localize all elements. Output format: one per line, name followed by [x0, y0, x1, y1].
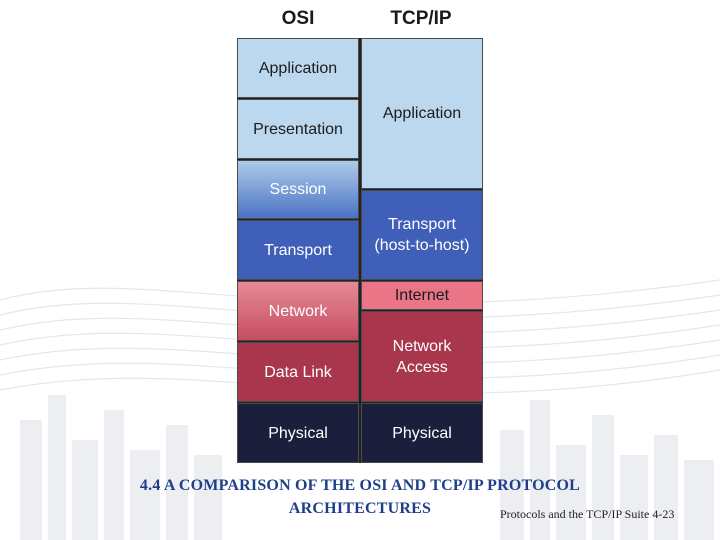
osi-physical-layer: Physical	[237, 403, 359, 463]
osi-session-layer: Session	[237, 160, 359, 219]
osi-application-layer: Application	[237, 38, 359, 98]
tcpip-transport-layer: Transport (host-to-host)	[361, 190, 483, 280]
caption-line-1: 4.4 A COMPARISON OF THE OSI AND TCP/IP P…	[139, 477, 581, 494]
osi-column-header: OSI	[281, 8, 315, 29]
osi-presentation-layer: Presentation	[237, 99, 359, 159]
tcpip-internet-layer: Internet	[361, 281, 483, 310]
tcpip-physical-layer: Physical	[361, 403, 483, 463]
slide-footer: Protocols and the TCP/IP Suite 4-23	[500, 507, 675, 521]
osi-data-link-layer: Data Link	[237, 342, 359, 402]
tcpip-column-header: TCP/IP	[390, 8, 452, 29]
osi-network-layer: Network	[237, 281, 359, 341]
osi-transport-layer: Transport	[237, 220, 359, 280]
tcpip-application-layer: Application	[361, 38, 483, 189]
figure-caption: 4.4 A COMPARISON OF THE OSI AND TCP/IP P…	[100, 474, 620, 520]
protocol-comparison-diagram: Application Presentation Session Transpo…	[237, 38, 483, 463]
caption-line-2: ARCHITECTURES	[288, 500, 432, 517]
tcpip-network-access-layer: Network Access	[361, 311, 483, 402]
